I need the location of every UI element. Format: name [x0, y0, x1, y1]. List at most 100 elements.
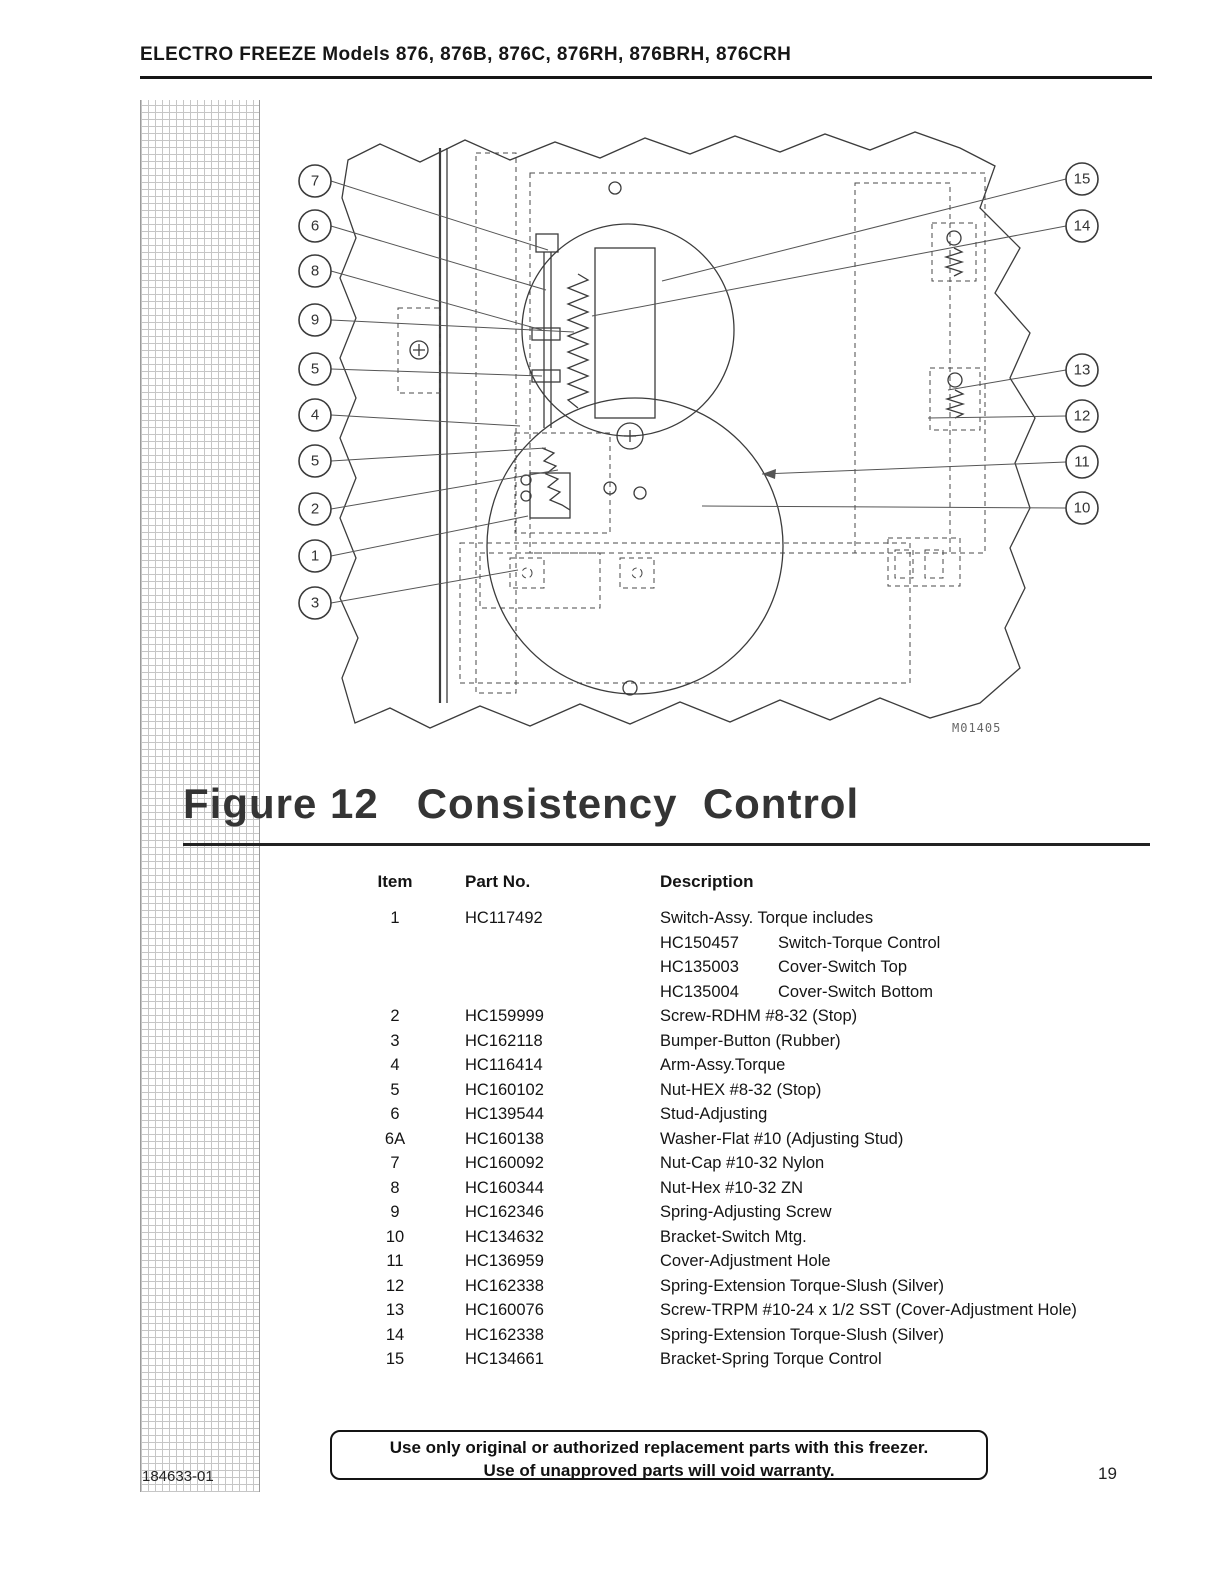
part-cell: HC159999	[465, 1007, 544, 1025]
bottom-right-foot-2	[924, 549, 944, 579]
left-bracket-cross	[413, 344, 425, 356]
part-cell: HC117492	[465, 909, 543, 927]
table-row: 2 HC159999 Screw-RDHM #8-32 (Stop)	[340, 1004, 1077, 1029]
grid-texture-strip	[140, 100, 260, 1492]
part-cell: HC162338	[465, 1325, 544, 1344]
desc-cell: Nut-HEX #8-32 (Stop)	[645, 1078, 1077, 1103]
svg-text:6: 6	[311, 218, 319, 235]
callout-balloon: 7	[298, 164, 332, 198]
svg-text:5: 5	[311, 361, 319, 378]
item-cell	[340, 955, 450, 980]
item-cell: 8	[390, 1178, 400, 1197]
nut-cap	[535, 233, 559, 253]
desc-cell: Screw-TRPM #10-24 x 1/2 SST (Cover-Adjus…	[645, 1298, 1077, 1323]
desc-cell: Spring-Extension Torque-Slush (Silver)	[645, 1274, 1077, 1299]
leader-8	[330, 270, 543, 331]
part-cell: HC160076	[465, 1301, 544, 1319]
leader-11	[761, 461, 1067, 475]
desc-text: Nut-HEX #8-32 (Stop)	[660, 1080, 822, 1099]
desc-text: Cover-Switch Top	[778, 958, 907, 976]
screw-hole-bottom	[622, 680, 638, 696]
callout-balloon: 5	[298, 352, 332, 386]
part-cell: HC116414	[465, 1056, 543, 1074]
callout-balloon: 11	[1065, 445, 1099, 479]
table-row: 5 HC160102 Nut-HEX #8-32 (Stop)	[340, 1078, 1077, 1103]
column-header-item: Item	[377, 872, 413, 891]
callout-balloon: 3	[298, 586, 332, 620]
desc-cell: Stud-Adjusting	[645, 1102, 1077, 1127]
item-cell: 9	[390, 1203, 400, 1221]
part-cell: HC162346	[465, 1203, 544, 1221]
pivot-1	[603, 481, 617, 495]
table-row: 3 HC162118 Bumper-Button (Rubber)	[340, 1029, 1077, 1054]
bottom-right-part	[887, 537, 961, 587]
svg-text:9: 9	[311, 312, 319, 329]
leader-12	[927, 415, 1067, 419]
desc-text: Spring-Extension Torque-Slush (Silver)	[660, 1276, 944, 1295]
desc-text: Bracket-Spring Torque Control	[660, 1350, 882, 1368]
part-cell: HC136959	[465, 1252, 544, 1270]
desc-text: Spring-Adjusting Screw	[660, 1203, 832, 1221]
desc-text: Nut-Cap #10-32 Nylon	[660, 1154, 825, 1172]
item-cell: 14	[385, 1325, 405, 1344]
svg-text:14: 14	[1074, 218, 1091, 235]
part-cell	[450, 980, 645, 1005]
leader-9	[330, 319, 575, 333]
svg-text:3: 3	[311, 595, 319, 612]
desc-text: Switch-Assy. Torque includes	[660, 909, 874, 927]
sub-part: HC135004	[660, 982, 739, 1001]
item-cell: 3	[390, 1031, 400, 1050]
desc-text: Cover-Adjustment Hole	[660, 1252, 831, 1270]
table-row: 4 HC116414 Arm-Assy.Torque	[340, 1053, 1077, 1078]
leader-2	[330, 469, 559, 510]
svg-text:1: 1	[311, 548, 319, 565]
callout-balloon: 6	[298, 209, 332, 243]
desc-cell: Spring-Extension Torque-Slush (Silver)	[645, 1323, 1077, 1348]
desc-cell: Spring-Adjusting Screw	[645, 1200, 1077, 1225]
desc-text: Screw-TRPM #10-24 x 1/2 SST (Cover-Adjus…	[660, 1301, 1077, 1319]
part-cell: HC160102	[465, 1080, 544, 1099]
table-row: 6 HC139544 Stud-Adjusting	[340, 1102, 1077, 1127]
torque-arm	[529, 472, 571, 519]
right-upper-screw	[946, 230, 962, 246]
leader-3	[330, 569, 519, 604]
page-number: 19	[1098, 1464, 1117, 1483]
table-row: 7 HC160092 Nut-Cap #10-32 Nylon	[340, 1151, 1077, 1176]
left-bracket-screw	[409, 340, 429, 360]
leader-5a	[330, 368, 543, 377]
item-cell: 6	[390, 1105, 400, 1123]
bottom-right-foot-1	[894, 549, 914, 579]
part-cell: HC134632	[465, 1227, 544, 1246]
panel-strip-dashed	[475, 152, 517, 694]
drawing-number-label: M01405	[952, 721, 1001, 735]
table-header-row: Item Part No. Description	[340, 872, 1077, 906]
part-cell	[450, 931, 645, 956]
header-rule	[140, 76, 1152, 79]
hex-nut-upper	[531, 327, 561, 341]
desc-cell: Nut-Hex #10-32 ZN	[645, 1176, 1077, 1201]
right-mid-bracket	[929, 367, 981, 431]
table-row: 13 HC160076 Screw-TRPM #10-24 x 1/2 SST …	[340, 1298, 1077, 1323]
desc-text: Bumper-Button (Rubber)	[660, 1031, 841, 1050]
arm-screw-2	[520, 490, 532, 502]
callout-balloon: 4	[298, 398, 332, 432]
desc-text: Switch-Torque Control	[778, 933, 941, 952]
leader-15	[661, 178, 1067, 282]
foot-left	[509, 557, 545, 589]
leader-13	[947, 369, 1067, 391]
desc-cell: Switch-Assy. Torque includes	[645, 906, 1077, 931]
item-cell: 15	[385, 1350, 405, 1368]
column-header-description: Description	[660, 872, 754, 891]
warning-line-2: Use of unapproved parts will void warran…	[483, 1461, 835, 1480]
warning-line-1: Use only original or authorized replacem…	[389, 1438, 929, 1457]
crosshair-screw	[616, 422, 644, 450]
callout-balloon: 14	[1065, 209, 1099, 243]
desc-cell: Cover-Adjustment Hole	[645, 1249, 1077, 1274]
svg-text:5: 5	[311, 453, 319, 470]
item-cell	[340, 931, 450, 956]
desc-cell: Nut-Cap #10-32 Nylon	[645, 1151, 1077, 1176]
desc-cell: Bracket-Switch Mtg.	[645, 1225, 1077, 1250]
svg-text:2: 2	[311, 501, 319, 518]
table-row: 1 HC117492 Switch-Assy. Torque includes	[340, 906, 1077, 931]
